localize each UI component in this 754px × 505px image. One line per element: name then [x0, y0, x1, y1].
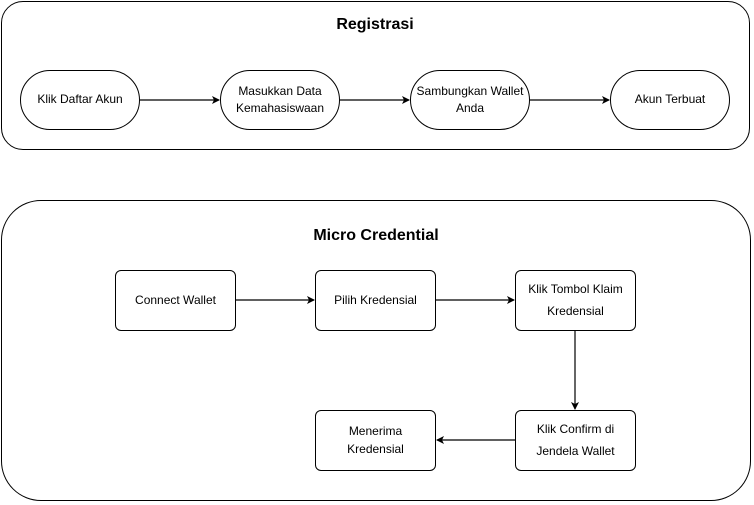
step-sambungkan-wallet: Sambungkan Wallet Anda — [410, 70, 530, 130]
step-klik-daftar-akun: Klik Daftar Akun — [20, 70, 140, 130]
step-akun-terbuat: Akun Terbuat — [610, 70, 730, 130]
step-menerima-kredensial: Menerima Kredensial — [315, 410, 436, 471]
step-pilih-kredensial: Pilih Kredensial — [315, 270, 436, 331]
step-klik-confirm: Klik Confirm di Jendela Wallet — [515, 410, 636, 471]
registration-title: Registrasi — [336, 16, 414, 33]
step-klik-tombol-klaim: Klik Tombol Klaim Kredensial — [515, 270, 636, 331]
micro-credential-title: Micro Credential — [313, 227, 439, 244]
step-connect-wallet: Connect Wallet — [115, 270, 236, 331]
step-masukkan-data: Masukkan Data Kemahasiswaan — [220, 70, 340, 130]
